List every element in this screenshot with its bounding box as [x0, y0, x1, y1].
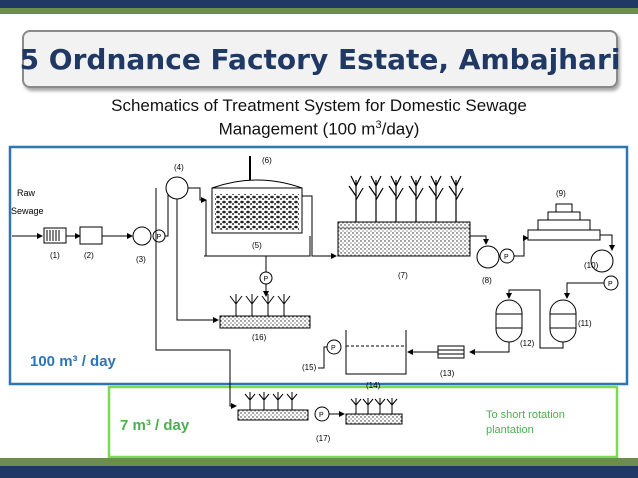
treated-water-tank-unit-14 — [345, 330, 407, 375]
bottom-green-band — [0, 458, 638, 466]
bar-screen-unit-1 — [43, 227, 67, 244]
pump-label: P — [157, 234, 162, 241]
equalization-unit-3 — [132, 226, 152, 246]
distribution-chamber-unit-4 — [165, 176, 189, 200]
pump-label: P — [319, 412, 324, 419]
pump-label: P — [264, 276, 269, 283]
storage-tank-unit-10 — [590, 249, 614, 273]
subtitle-superscript: 3 — [375, 119, 382, 131]
unit-label: (9) — [556, 189, 566, 198]
plantation-label-line-2: plantation — [486, 424, 534, 436]
subtitle-line-2-prefix: Management (100 m — [218, 119, 376, 139]
pump-label: P — [331, 345, 336, 352]
anaerobic-filter-unit-6 — [211, 156, 303, 234]
unit-label: (13) — [440, 369, 455, 378]
top-green-band — [0, 8, 638, 14]
top-navy-band — [0, 0, 638, 8]
unit-label: (2) — [84, 251, 94, 260]
slide-title: 5 Ordnance Factory Estate, Ambajhari — [19, 42, 621, 76]
constructed-wetland-unit-7 — [337, 221, 471, 257]
main-system-frame — [8, 145, 629, 386]
unit-label: (6) — [262, 156, 272, 165]
unit-label: (3) — [136, 255, 146, 264]
side-bed-left-plants — [244, 392, 298, 410]
pump-label: P — [504, 254, 509, 261]
unit-label: (5) — [252, 241, 262, 250]
pump-label: P — [608, 281, 613, 288]
side-bed-right-plants — [350, 398, 398, 414]
unit-label: (1) — [50, 251, 60, 260]
unit-label: (14) — [366, 381, 381, 390]
main-flow-label: 100 m³ / day — [30, 353, 117, 370]
subtitle-line-2: Management (100 m3/day) — [20, 119, 618, 140]
side-bed-left — [237, 409, 309, 421]
raw-sewage-label-line-1: Raw — [17, 188, 36, 198]
unit-label: (16) — [252, 333, 267, 342]
unit-label: (17) — [316, 434, 331, 443]
unit-label: (4) — [174, 163, 184, 172]
unit-label: (12) — [520, 339, 535, 348]
wetland-plants — [348, 175, 464, 222]
raw-sewage-label-line-2: Sewage — [11, 206, 44, 216]
bottom-navy-band — [0, 466, 638, 478]
uv-unit-13 — [437, 345, 465, 359]
horticulture-bed-unit-16 — [219, 315, 311, 329]
side-system-frame — [107, 385, 619, 459]
grit-chamber-unit-2 — [79, 226, 103, 245]
unit-label: (7) — [398, 271, 408, 280]
subtitle-line-2-suffix: /day) — [381, 119, 420, 139]
unit-label: (11) — [578, 319, 592, 328]
subtitle-line-1: Schematics of Treatment System for Domes… — [111, 96, 527, 115]
unit-label: (15) — [302, 363, 317, 372]
unit-label: (10) — [584, 261, 599, 270]
pressure-filter-unit-11 — [549, 299, 577, 343]
plantation-label-line-1: To short rotation — [486, 409, 565, 421]
collection-sump-unit-8 — [476, 245, 500, 269]
side-flow-label: 7 m³ / day — [120, 417, 190, 434]
unit-label: (8) — [482, 276, 492, 285]
bed-plants — [229, 294, 291, 316]
activated-carbon-filter-unit-12 — [495, 299, 523, 343]
side-bed-right — [345, 413, 403, 425]
title-box: 5 Ordnance Factory Estate, Ambajhari — [19, 30, 621, 88]
cascade-aerator-unit-9 — [527, 203, 601, 241]
